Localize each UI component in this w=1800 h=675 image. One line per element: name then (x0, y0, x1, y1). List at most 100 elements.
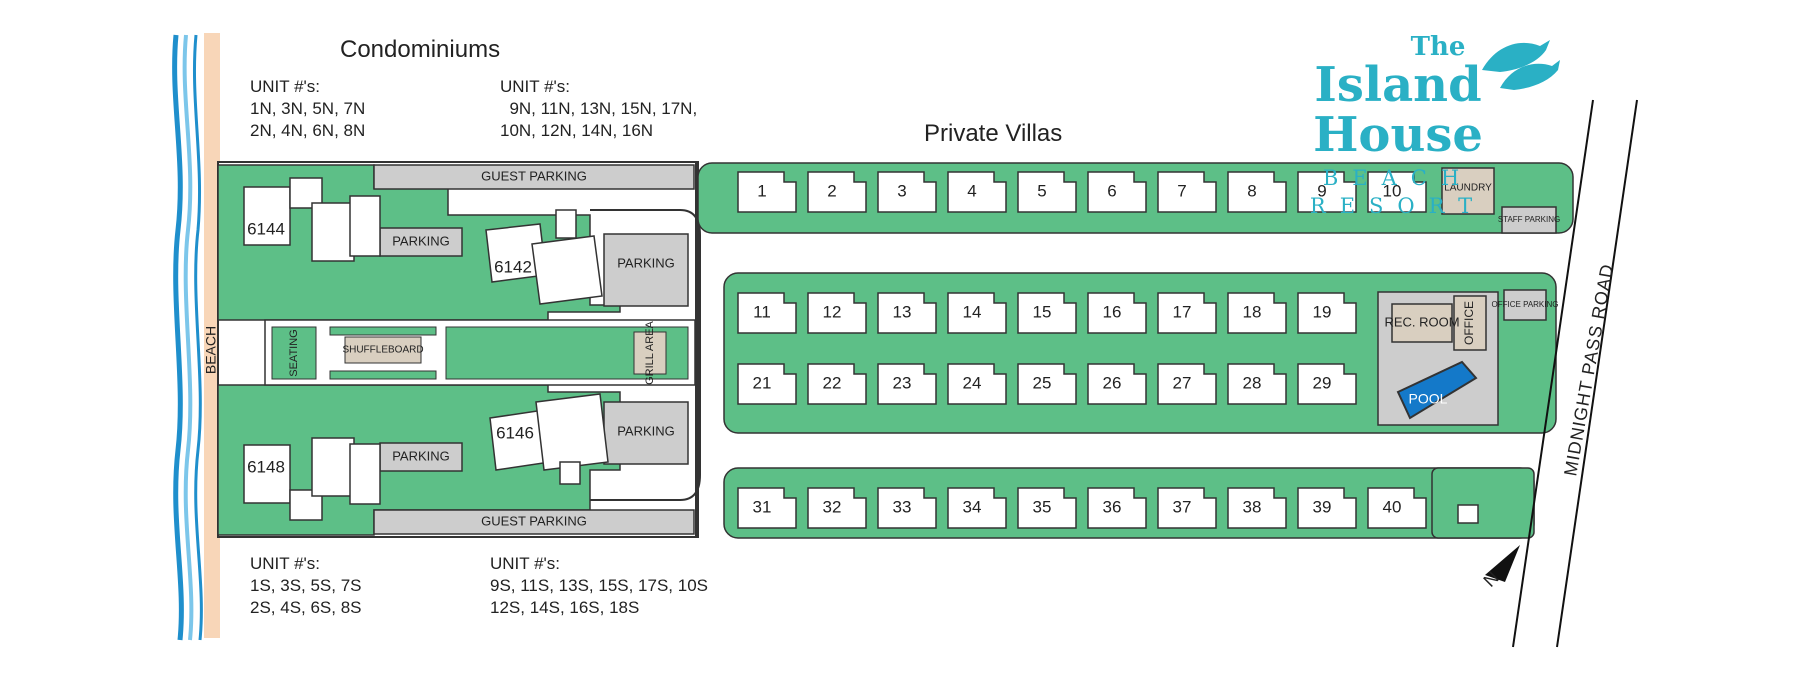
shuffleboard-label: SHUFFLEBOARD (342, 345, 423, 356)
north-units-left: UNIT #'s: 1N, 3N, 5N, 7N 2N, 4N, 6N, 8N (250, 77, 366, 140)
villa-unit-3: 3 (877, 171, 937, 213)
villa-unit-18: 18 (1227, 292, 1287, 334)
south-units-right: UNIT #'s: 9S, 11S, 13S, 15S, 17S, 10S 12… (490, 554, 709, 617)
villa-unit-29: 29 (1297, 363, 1357, 405)
villa-number-16: 16 (1103, 302, 1122, 321)
grill-area (633, 331, 667, 375)
ocean-waves (172, 34, 203, 641)
grill-area-label: GRILL AREA (644, 320, 656, 384)
villa-unit-13: 13 (877, 292, 937, 334)
villa-number-13: 13 (893, 302, 912, 321)
villa-unit-37: 37 (1157, 487, 1217, 529)
office-parking-label: OFFICE PARKING (1492, 300, 1559, 309)
building-label-6142: 6142 (494, 257, 532, 276)
villa-unit-25: 25 (1017, 363, 1077, 405)
parking-south-west-label: PARKING (392, 448, 450, 463)
dolphin-icon (1482, 40, 1560, 90)
staff-parking (1501, 206, 1557, 234)
villa-number-10: 10 (1383, 181, 1402, 200)
office-parking (1503, 289, 1547, 321)
villa-number-2: 2 (827, 181, 836, 200)
road-edge-east (1556, 99, 1638, 648)
villa-unit-17: 17 (1157, 292, 1217, 334)
villa-unit-33: 33 (877, 487, 937, 529)
villa-number-1: 1 (757, 181, 766, 200)
villa-unit-32: 32 (807, 487, 867, 529)
villa-number-37: 37 (1173, 497, 1192, 516)
villa-number-4: 4 (967, 181, 976, 200)
villa-unit-4: 4 (947, 171, 1007, 213)
building-label-6148: 6148 (247, 457, 285, 476)
villa-number-35: 35 (1033, 497, 1052, 516)
building-6146-shape (489, 393, 609, 485)
villa-number-32: 32 (823, 497, 842, 516)
laundry-building (1441, 167, 1495, 215)
villa-unit-27: 27 (1157, 363, 1217, 405)
pool-label: POOL (1409, 391, 1448, 407)
villa-unit-10: 10 (1367, 171, 1427, 213)
villa-unit-9: 9 (1297, 171, 1357, 213)
villa-number-38: 38 (1243, 497, 1262, 516)
villa-number-27: 27 (1173, 373, 1192, 392)
building-label-6144: 6144 (247, 219, 285, 238)
parking-north-west-label: PARKING (392, 233, 450, 248)
villa-number-21: 21 (753, 373, 772, 392)
villa-number-14: 14 (963, 302, 982, 321)
staff-parking-label: STAFF PARKING (1498, 215, 1560, 224)
villa-unit-39: 39 (1297, 487, 1357, 529)
logo-name: Island House (1313, 57, 1483, 163)
villa-number-8: 8 (1247, 181, 1256, 200)
villa-unit-36: 36 (1087, 487, 1147, 529)
rec-room-label: REC. ROOM (1384, 314, 1459, 329)
parking-north-east-label: PARKING (617, 255, 675, 270)
north-units-right: UNIT #'s: 9N, 11N, 13N, 15N, 17N, 10N, 1… (500, 77, 698, 140)
villa-unit-28: 28 (1227, 363, 1287, 405)
guest-parking-south (373, 509, 695, 535)
villa-unit-14: 14 (947, 292, 1007, 334)
building-label-6146: 6146 (496, 423, 534, 442)
villa-number-3: 3 (897, 181, 906, 200)
private-villas-heading: Private Villas (924, 120, 1063, 147)
condominiums-heading: Condominiums (340, 36, 501, 63)
villa-number-12: 12 (823, 302, 842, 321)
villa-number-39: 39 (1313, 497, 1332, 516)
guest-parking-south-label: GUEST PARKING (481, 513, 587, 528)
midnight-pass-road-label: MIDNIGHT PASS ROAD (1560, 262, 1617, 478)
villa-unit-24: 24 (947, 363, 1007, 405)
seating-area (271, 326, 317, 380)
rec-room-building (1391, 303, 1453, 343)
villa-unit-21: 21 (737, 363, 797, 405)
laundry-label: LAUNDRY (1444, 183, 1492, 194)
villa-unit-34: 34 (947, 487, 1007, 529)
villa-unit-26: 26 (1087, 363, 1147, 405)
villa-unit-12: 12 (807, 292, 867, 334)
logo-sub: BEACH RESORT (1309, 166, 1487, 218)
shuffleboard-court (344, 336, 422, 364)
villa-unit-40: 40 (1367, 487, 1427, 529)
guest-parking-north-label: GUEST PARKING (481, 168, 587, 183)
villa-number-9: 9 (1317, 181, 1326, 200)
villa-unit-16: 16 (1087, 292, 1147, 334)
villa-number-36: 36 (1103, 497, 1122, 516)
villa-unit-5: 5 (1017, 171, 1077, 213)
villa-number-11: 11 (753, 302, 771, 321)
villa-unit-7: 7 (1157, 171, 1217, 213)
villa-unit-35: 35 (1017, 487, 1077, 529)
parking-north-west (379, 227, 463, 257)
villa-unit-19: 19 (1297, 292, 1357, 334)
villa-unit-31: 31 (737, 487, 797, 529)
villa-number-23: 23 (893, 373, 912, 392)
villa-number-34: 34 (963, 497, 982, 516)
office-building (1453, 295, 1487, 351)
north-arrow-icon (1485, 545, 1520, 582)
villa-number-31: 31 (753, 497, 772, 516)
villa-number-33: 33 (893, 497, 912, 516)
villa-number-5: 5 (1037, 181, 1046, 200)
parking-lot-north-east (603, 233, 689, 307)
beach-label: BEACH (203, 326, 219, 374)
villa-number-17: 17 (1173, 302, 1192, 321)
villa-number-26: 26 (1103, 373, 1122, 392)
villa-unit-11: 11 (737, 292, 797, 334)
villa-number-7: 7 (1177, 181, 1186, 200)
